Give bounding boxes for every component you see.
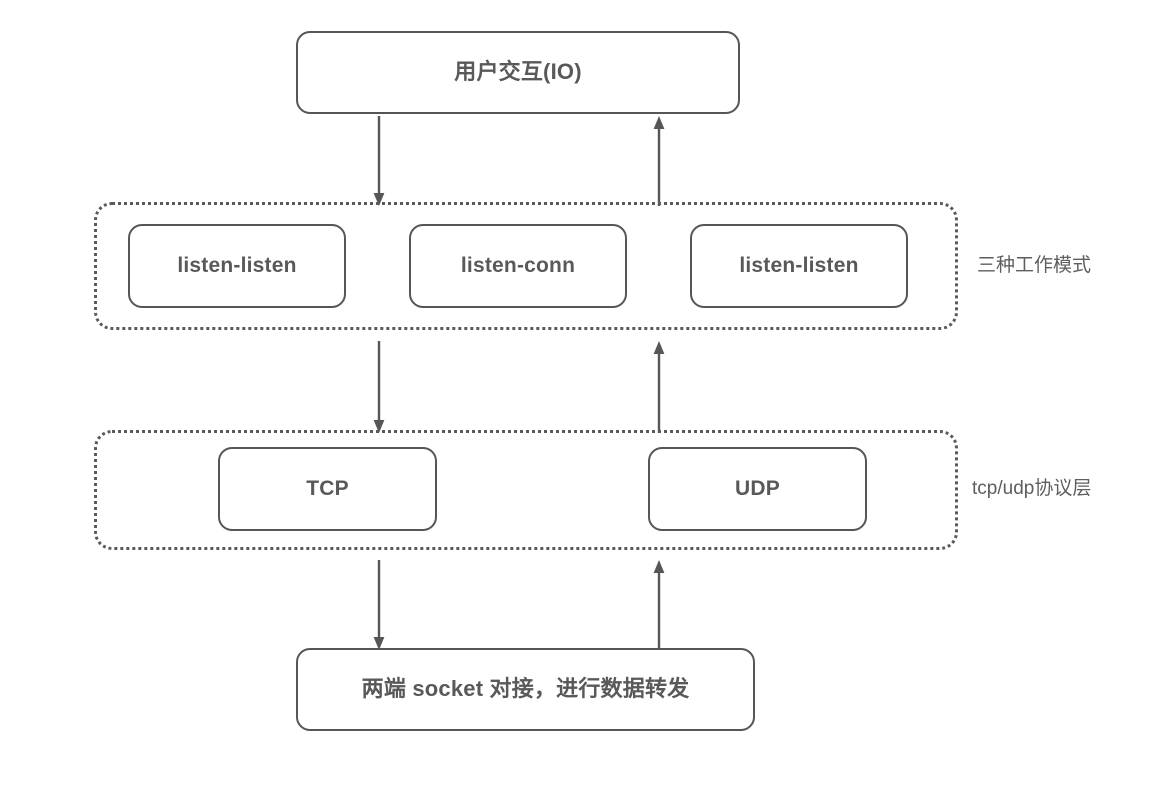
- group-work-modes: [94, 202, 958, 330]
- arrow-modes-to-protocol: [370, 341, 388, 433]
- arrow-user-io-to-modes: [370, 116, 388, 206]
- node-socket-forward[interactable]: 两端 socket 对接，进行数据转发: [296, 648, 755, 731]
- side-label-work-modes: 三种工作模式: [977, 256, 1091, 275]
- node-tcp-label: TCP: [306, 477, 349, 501]
- node-mode-listen-listen-right[interactable]: listen-listen: [690, 224, 908, 308]
- node-mode-listen-listen-left[interactable]: listen-listen: [128, 224, 346, 308]
- side-label-protocol-layer: tcp/udp协议层: [972, 479, 1091, 498]
- arrow-socket-to-protocol: [650, 560, 668, 650]
- arrow-protocol-to-socket: [370, 560, 388, 650]
- node-udp[interactable]: UDP: [648, 447, 867, 531]
- group-protocol-layer: [94, 430, 958, 550]
- node-mode-listen-listen-right-label: listen-listen: [739, 254, 859, 278]
- node-tcp[interactable]: TCP: [218, 447, 437, 531]
- arrow-modes-to-user-io: [650, 116, 668, 206]
- node-mode-listen-conn-label: listen-conn: [460, 254, 576, 278]
- node-socket-forward-label: 两端 socket 对接，进行数据转发: [361, 676, 690, 702]
- node-user-io-label: 用户交互(IO): [454, 59, 582, 85]
- node-mode-listen-listen-left-label: listen-listen: [177, 254, 297, 278]
- side-label-work-modes-text: 三种工作模式: [977, 255, 1092, 276]
- node-mode-listen-conn[interactable]: listen-conn: [409, 224, 627, 308]
- side-label-protocol-layer-text: tcp/udp协议层: [972, 478, 1092, 499]
- arrow-protocol-to-modes: [650, 341, 668, 433]
- node-udp-label: UDP: [735, 477, 780, 501]
- node-user-io[interactable]: 用户交互(IO): [296, 31, 740, 114]
